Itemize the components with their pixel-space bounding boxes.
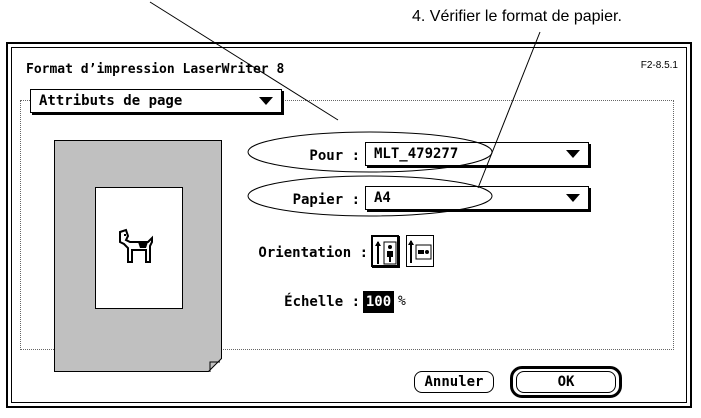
cancel-button[interactable]: Annuler	[414, 371, 494, 393]
paper-popup-value: A4	[374, 190, 391, 206]
scale-input[interactable]: 100	[363, 291, 394, 313]
section-popup[interactable]: Attributs de page	[30, 89, 282, 113]
page-curl-icon	[208, 358, 222, 372]
ok-button[interactable]: OK	[516, 371, 616, 393]
printer-popup[interactable]: MLT_479277	[365, 142, 589, 166]
page-preview	[54, 140, 222, 372]
annotation-step-4: 4. Vérifier le format de papier.	[412, 8, 622, 25]
paper-popup[interactable]: A4	[365, 186, 589, 210]
version-label: F2-8.5.1	[640, 60, 678, 71]
printer-popup-value: MLT_479277	[374, 146, 459, 162]
page-setup-dialog: Format d’impression LaserWriter 8 F2-8.5…	[6, 42, 692, 408]
chevron-down-icon	[566, 150, 580, 158]
papier-label: Papier :	[292, 192, 360, 208]
chevron-down-icon	[566, 194, 580, 202]
orientation-label: Orientation :	[258, 245, 368, 261]
dialog-title: Format d’impression LaserWriter 8	[26, 62, 285, 77]
section-popup-label: Attributs de page	[39, 93, 183, 109]
orientation-portrait-button[interactable]	[371, 235, 399, 267]
portrait-orientation-icon	[375, 241, 397, 265]
default-button-ring	[510, 366, 622, 398]
chevron-down-icon	[259, 97, 273, 105]
dogcow-icon	[119, 228, 153, 263]
pour-label: Pour :	[309, 148, 360, 164]
echelle-label: Échelle :	[284, 294, 360, 310]
scale-unit: %	[398, 294, 406, 309]
landscape-orientation-icon	[408, 240, 432, 263]
orientation-landscape-button[interactable]	[406, 235, 434, 267]
paper-preview	[95, 187, 183, 309]
page-attributes-group	[20, 100, 674, 350]
